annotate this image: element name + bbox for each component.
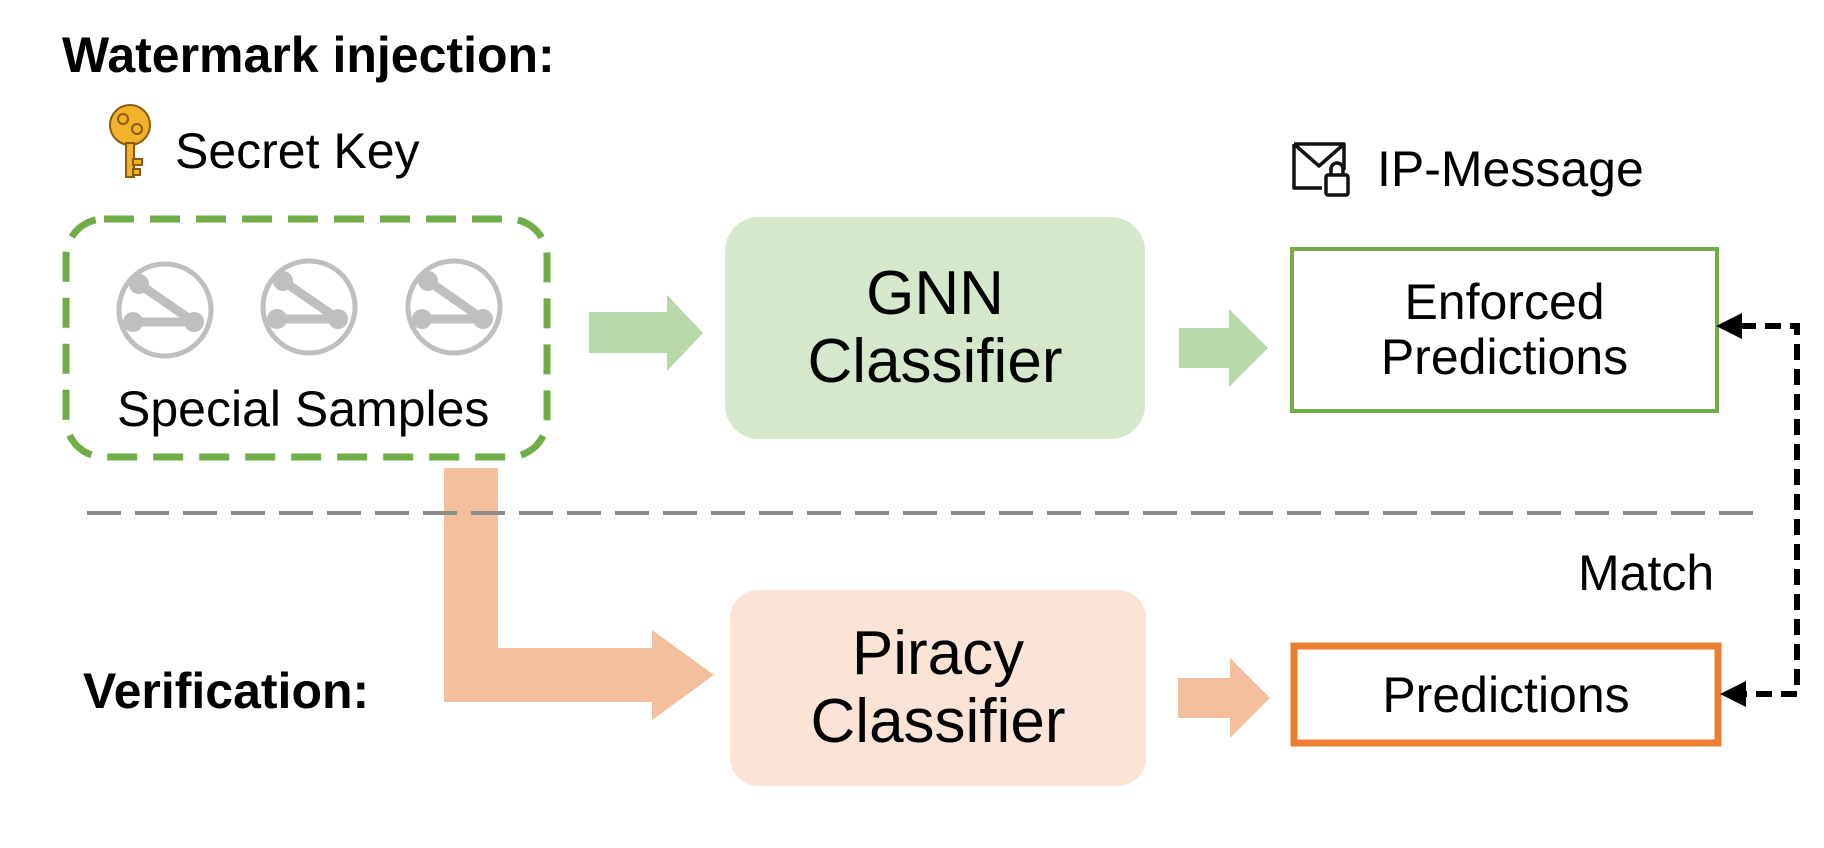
- special-samples-label: Special Samples: [117, 381, 490, 437]
- gnn-classifier-line-1: GNN: [866, 258, 1004, 328]
- gnn-to-enforced-arrow: [1179, 309, 1268, 387]
- match-arrowhead-bottom: [1720, 681, 1746, 707]
- ip-message-label: IP-Message: [1377, 141, 1644, 197]
- watermark-injection-title: Watermark injection:: [62, 27, 555, 83]
- predictions-box: [1290, 642, 1722, 747]
- piracy-classifier-box: [730, 590, 1146, 786]
- enforced-predictions-box: [1290, 247, 1719, 413]
- match-label: Match: [1578, 545, 1715, 601]
- graph-sample-icon: [263, 261, 355, 353]
- samples-to-gnn-arrow: [589, 295, 703, 371]
- enforced-predictions-label: Enforced Predictions: [1292, 249, 1717, 411]
- predictions-label: Predictions: [1382, 666, 1630, 723]
- piracy-classifier-label: Piracy Classifier: [730, 590, 1146, 786]
- gnn-classifier-box: [725, 217, 1145, 439]
- match-connector: [1740, 323, 1800, 697]
- gnn-classifier-line-2: Classifier: [807, 327, 1063, 396]
- piracy-classifier-line-2: Classifier: [810, 687, 1066, 756]
- graph-sample-icon: [119, 264, 211, 356]
- samples-to-piracy-arrow: [444, 468, 714, 720]
- piracy-classifier-line-1: Piracy: [851, 618, 1025, 688]
- secret-key-label: Secret Key: [175, 123, 420, 179]
- gnn-classifier-label: GNN Classifier: [725, 217, 1145, 439]
- enforced-predictions-line-1: Enforced: [1404, 274, 1605, 330]
- envelope-lock-icon: [1292, 142, 1350, 197]
- match-arrowhead-top: [1716, 313, 1742, 339]
- graph-sample-icon: [408, 261, 500, 353]
- verification-title: Verification:: [83, 663, 370, 719]
- key-icon: [109, 104, 151, 178]
- enforced-predictions-line-2: Predictions: [1380, 329, 1629, 385]
- piracy-to-predictions-arrow: [1178, 658, 1270, 738]
- special-samples-box: [62, 215, 551, 461]
